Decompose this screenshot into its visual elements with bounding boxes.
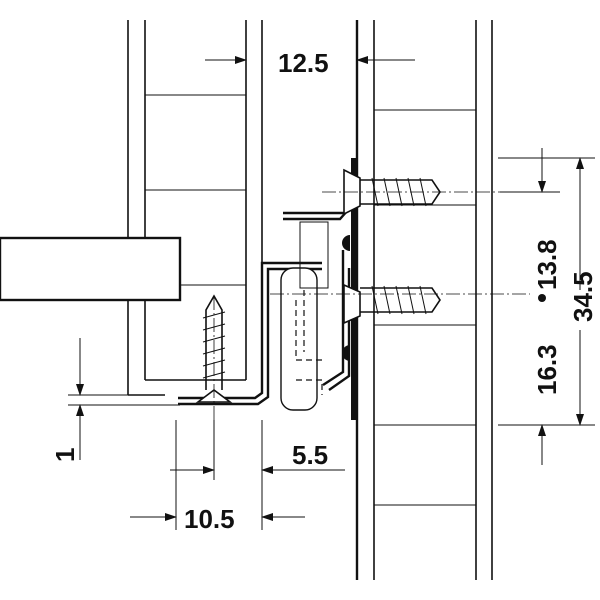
cabinet-side-panel	[355, 20, 493, 580]
center-lines	[213, 191, 530, 440]
dim-5-5-label: 5.5	[292, 440, 328, 470]
dimension-bottom-clearance: 1	[50, 338, 180, 462]
dimension-slide-width: 5.5	[170, 420, 345, 480]
dim-1-label: 1	[50, 448, 80, 462]
drawer-side-panel	[127, 20, 263, 396]
dim-10-5-label: 10.5	[184, 504, 235, 534]
dimension-right-side: 13.8 16.3 34.5	[498, 148, 598, 465]
dim-16-3-label: 16.3	[532, 344, 562, 395]
drawer-slide-member	[178, 221, 329, 411]
dim-12-5-label: 12.5	[278, 48, 329, 78]
dimension-gap-top: 12.5	[205, 22, 415, 78]
dim-13-8-label: 13.8	[532, 239, 562, 290]
drawer-bottom-board	[0, 236, 182, 302]
cabinet-screw-lower	[343, 283, 441, 325]
dimension-screw-inset: 10.5	[130, 420, 305, 534]
dim-34-5-label: 34.5	[568, 271, 598, 322]
